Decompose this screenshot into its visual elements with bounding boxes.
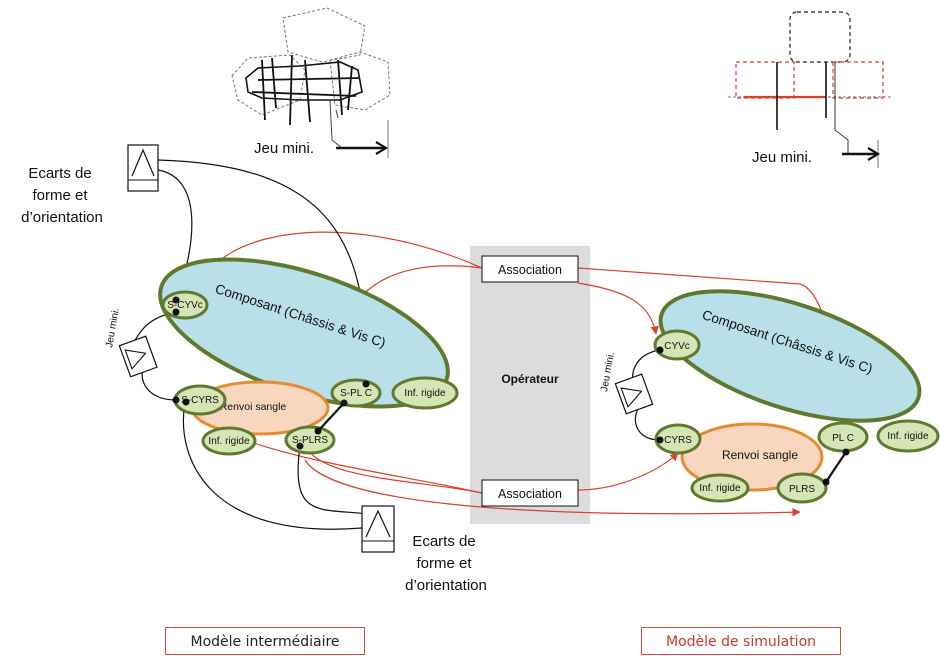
node-inf-rigide-comp-left: Inf. rigide xyxy=(404,388,446,399)
node-inf-rigide-renvoi-right: Inf. rigide xyxy=(699,483,741,494)
association-bottom-label: Association xyxy=(498,487,562,501)
ecarts-top-line-3: d’orientation xyxy=(21,209,103,226)
jeu-mini-top-left-label: Jeu mini. xyxy=(254,140,314,157)
right-renvoi-title: Renvoi sangle xyxy=(722,448,798,462)
ecarts-bottom-line-1: Ecarts de xyxy=(412,533,475,550)
node-plrs: PLRS xyxy=(789,484,815,495)
jeu-mini-symbol-left xyxy=(118,335,158,378)
operator-label: Opérateur xyxy=(501,372,559,386)
jeu-mini-symbol-right xyxy=(614,373,654,415)
jeu-mini-top-right-label: Jeu mini. xyxy=(752,149,812,166)
node-cyvc: CYVc xyxy=(664,341,690,352)
left-component: Composant (Châssis & Vis C) Renvoi sangl… xyxy=(158,257,450,436)
operator-panel xyxy=(470,246,590,524)
jeu-mini-side-left-label: Jeu mini. xyxy=(104,307,122,348)
sketch-left: Jeu mini. xyxy=(231,7,391,158)
legend-simulation-model: Modèle de simulation xyxy=(641,627,841,655)
node-s-plrs: S-PLRS xyxy=(292,435,328,446)
tolerance-symbol-top-left xyxy=(127,144,159,192)
tolerance-symbol-bottom xyxy=(361,505,395,553)
sketch-right: Jeu mini. xyxy=(728,11,892,168)
association-box-bottom: Association xyxy=(481,479,579,507)
right-nodes: CYVc CYRS Inf. rigide PLRS PL C Inf. rig… xyxy=(653,329,940,504)
node-inf-rigide-renvoi-left: Inf. rigide xyxy=(208,436,250,447)
left-nodes: S-CYVc S-CYRS Inf. rigide S-PLRS S-PL C … xyxy=(161,290,459,456)
jeu-mini-side-right-label: Jeu mini. xyxy=(599,351,617,392)
node-s-cyrs: S-CYRS xyxy=(181,395,219,406)
legend-intermediate-model: Modèle intermédiaire xyxy=(165,627,365,655)
ecarts-top-line-2: forme et xyxy=(32,187,88,204)
association-top-label: Association xyxy=(498,263,562,277)
ecarts-top-label: Ecarts de forme et d’orientation xyxy=(21,165,103,226)
ecarts-bottom-line-2: forme et xyxy=(416,555,472,572)
left-renvoi-title: Renvoi sangle xyxy=(220,401,287,413)
node-plc: PL C xyxy=(832,433,854,444)
ecarts-bottom-label: Ecarts de forme et d’orientation xyxy=(405,533,487,594)
association-box-top: Association xyxy=(481,255,579,283)
node-cyrs: CYRS xyxy=(664,435,692,446)
ecarts-bottom-line-3: d’orientation xyxy=(405,577,487,594)
ecarts-top-line-1: Ecarts de xyxy=(28,165,91,182)
node-inf-rigide-comp-right: Inf. rigide xyxy=(887,431,929,442)
right-component: Composant (Châssis & Vis C) Renvoi sangl… xyxy=(658,289,922,492)
node-s-cyvc: S-CYVc xyxy=(167,300,203,311)
node-s-plc: S-PL C xyxy=(340,388,372,399)
